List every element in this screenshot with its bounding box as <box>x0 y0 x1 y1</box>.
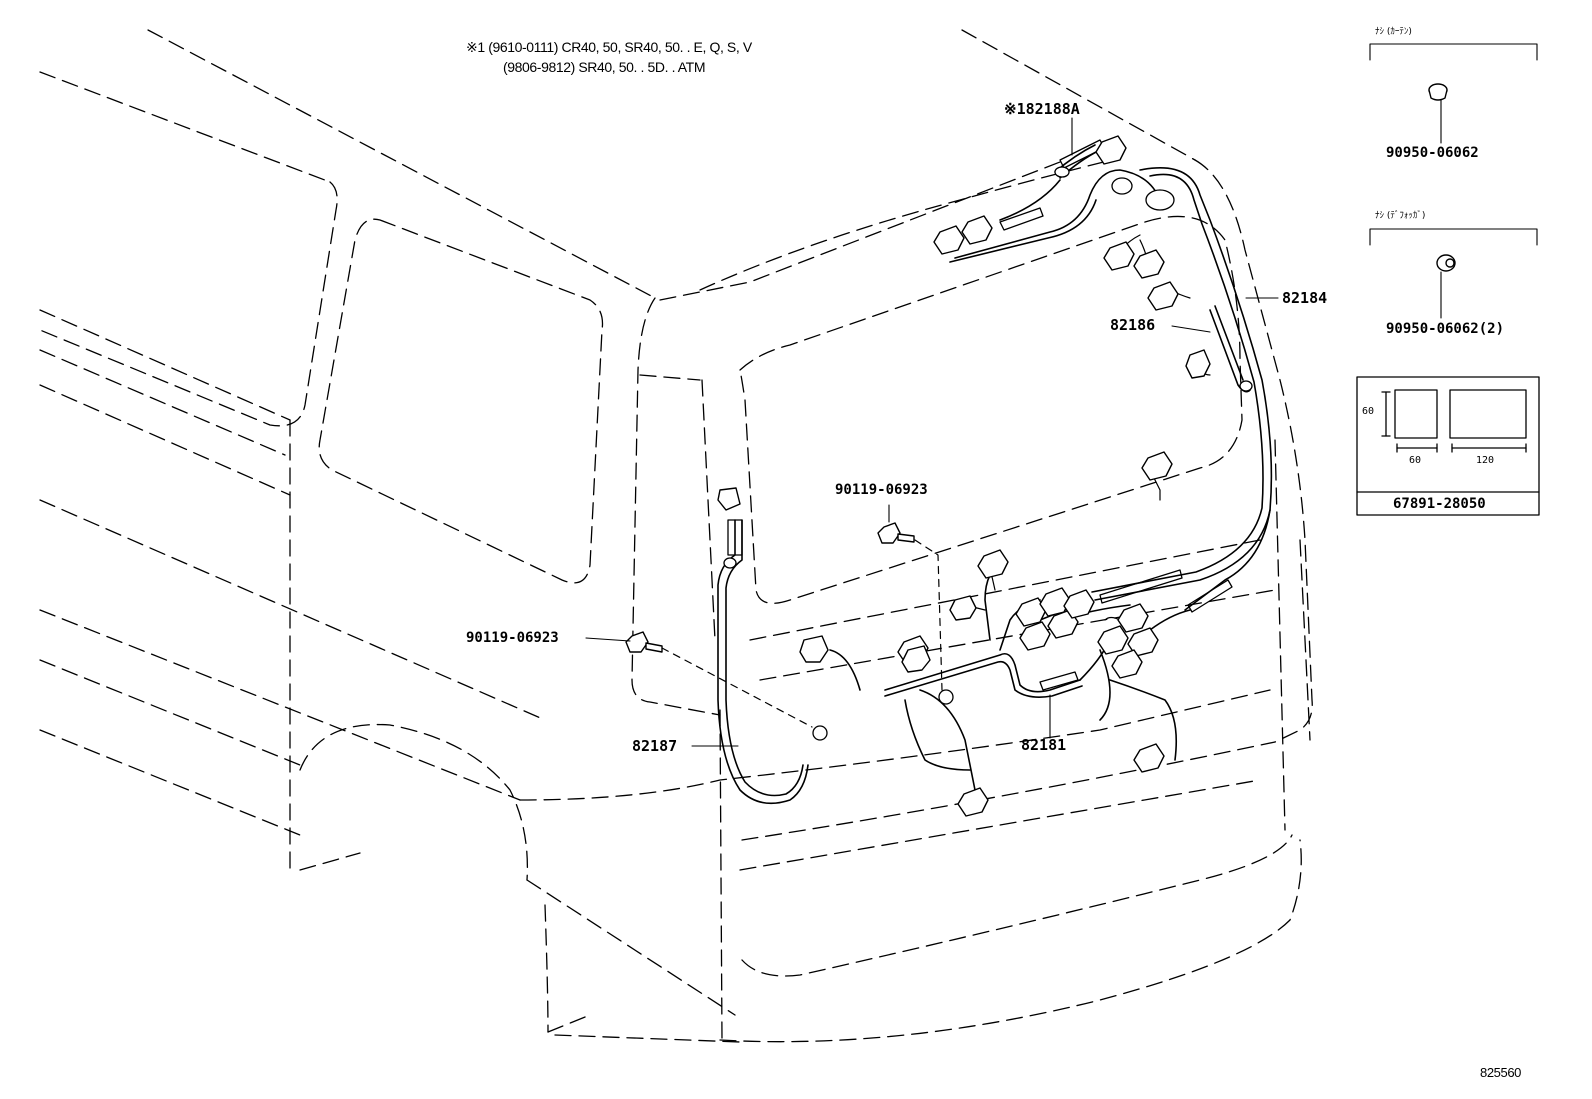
applicability-note-line1: ※1 (9610-0111) CR40, 50, SR40, 50. . E, … <box>466 39 752 55</box>
bolt-guide-lines <box>661 539 943 728</box>
part-67891-28050[interactable]: 67891-28050 <box>1393 496 1486 512</box>
tape-dim-width1: 60 <box>1409 455 1422 466</box>
part-90950-06062-curtain[interactable]: 90950-06062 <box>1386 145 1479 161</box>
bolt-90119-upper <box>877 522 915 544</box>
callout-82181[interactable]: 82181 <box>1021 736 1067 754</box>
callout-82186[interactable]: 82186 <box>1110 316 1156 334</box>
callout-90119-06923-left[interactable]: 90119-06923 <box>466 630 559 646</box>
harness-grommets <box>723 166 1253 741</box>
tape-dim-height: 60 <box>1362 406 1375 417</box>
wire-harness-82187 <box>717 519 809 805</box>
wire-harness-82184 <box>1091 166 1273 611</box>
bolt-90119-left <box>625 631 663 653</box>
inset-defogger <box>1369 228 1538 319</box>
part-90950-06062-defogger[interactable]: 90950-06062(2) <box>1386 321 1505 337</box>
harness-sleeves <box>727 139 1233 691</box>
callout-82187[interactable]: 82187 <box>632 737 678 755</box>
inset-curtain-header: ﾅｼ (ｶｰﾃﾝ) <box>1375 27 1412 37</box>
applicability-note-line2: (9806-9812) SR40, 50. . 5D. . ATM <box>503 59 706 75</box>
grommet-90950-curtain-icon <box>1428 83 1448 101</box>
inset-tape-box <box>1356 376 1540 516</box>
tape-dim-width2: 120 <box>1476 455 1495 466</box>
callout-82184[interactable]: 82184 <box>1282 289 1328 307</box>
callout-leaders <box>585 117 1279 747</box>
inset-curtain <box>1369 43 1538 144</box>
inset-defogger-header: ﾅｼ (ﾃﾞﾌｫｯｶﾞ) <box>1375 211 1426 221</box>
grommet-90950-defogger-icon <box>1436 254 1456 272</box>
harness-connectors <box>717 135 1211 817</box>
callout-90119-06923-upper[interactable]: 90119-06923 <box>835 482 928 498</box>
callout-82188a[interactable]: ※182188A <box>1004 100 1080 118</box>
wire-harness-82188a <box>949 144 1161 263</box>
diagram-id: 825560 <box>1480 1065 1521 1080</box>
